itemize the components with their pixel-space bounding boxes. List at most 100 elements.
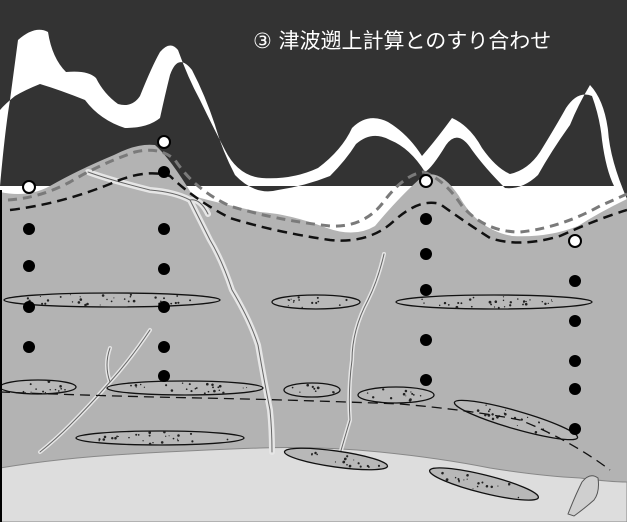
sand-grain [404, 389, 408, 393]
sand-grain [129, 293, 132, 296]
sand-grain [154, 296, 157, 299]
sampling-points [22, 135, 582, 435]
sand-grain [516, 424, 518, 427]
sand-grain [203, 392, 206, 395]
sand-grain [346, 463, 348, 466]
sand-grain [357, 462, 360, 465]
sand-grain [123, 298, 126, 300]
sand-grain [447, 304, 450, 306]
core-sample-point [569, 275, 581, 287]
sand-grain [128, 436, 130, 439]
sand-grain [315, 301, 318, 305]
sand-grain [290, 298, 292, 300]
sand-grain [550, 299, 553, 301]
sand-grain [405, 395, 407, 397]
sand-grain [111, 436, 114, 440]
sand-grain [226, 438, 229, 441]
sand-grain [371, 396, 375, 399]
sand-grain [188, 383, 191, 386]
sand-grain [316, 296, 319, 299]
sand-grain [445, 478, 449, 482]
core-sample-point [158, 263, 170, 275]
sand-grain [342, 460, 346, 464]
sand-grain [190, 390, 193, 393]
sand-grain [520, 418, 523, 421]
sand-grain [311, 452, 313, 455]
sand-grain [135, 386, 137, 388]
sand-grain [46, 299, 50, 302]
sand-grain [130, 384, 132, 387]
sand-grain [547, 302, 549, 305]
sand-grain [71, 301, 74, 303]
sand-grain [458, 480, 460, 483]
sand-grain [99, 304, 101, 306]
sand-grain [176, 438, 179, 440]
core-sample-point [23, 301, 35, 313]
sand-grain [174, 301, 177, 305]
sand-grain [176, 295, 179, 297]
sand-grain [49, 389, 51, 391]
core-sample-point [569, 315, 581, 327]
sand-grain [297, 296, 300, 299]
sand-grain [148, 442, 152, 446]
sand-grain [292, 301, 295, 303]
core-sample-point [23, 341, 35, 353]
sand-grain [488, 300, 492, 304]
core-sample-point [420, 374, 432, 386]
sand-grain [163, 430, 166, 434]
sand-grain [348, 464, 352, 468]
sand-lens [357, 386, 435, 404]
sand-grain [246, 387, 248, 389]
sand-grain [54, 388, 57, 391]
sand-grain [538, 421, 541, 424]
sand-grain [160, 441, 164, 444]
sand-grain [116, 435, 119, 438]
sand-grain [466, 478, 468, 480]
sand-grain [522, 303, 524, 306]
sand-grain [287, 305, 289, 307]
sand-grain [143, 386, 146, 388]
sand-grain [476, 485, 479, 488]
sand-grain [47, 380, 51, 383]
sand-grain [163, 297, 165, 300]
sand-grain [457, 301, 460, 305]
core-sample-point [23, 260, 35, 272]
sand-grain [316, 453, 318, 456]
model-inundation-line [9, 172, 627, 244]
sand-grain [79, 296, 81, 298]
sand-lens [75, 430, 245, 446]
sand-grain [497, 306, 500, 309]
sand-grain [477, 482, 480, 485]
sand-grain [306, 383, 310, 387]
sand-grain [313, 387, 316, 390]
sand-grain [102, 294, 105, 296]
sand-grain [522, 300, 526, 303]
sand-grain [526, 416, 529, 419]
sand-grain [338, 304, 341, 306]
core-sample-point [420, 248, 432, 260]
sand-grain [60, 387, 63, 390]
sand-grain [507, 482, 511, 486]
sand-grain [218, 389, 221, 391]
sand-lens [283, 382, 341, 398]
land-area [0, 144, 627, 522]
sand-grain [98, 438, 101, 441]
observed-inundation-line [7, 148, 627, 234]
sand-grain [481, 481, 484, 484]
sand-grain [148, 431, 151, 434]
sand-grain [454, 476, 457, 479]
sand-grain [168, 435, 170, 437]
sand-grain [35, 388, 37, 390]
lowland-area [0, 447, 627, 522]
core-sample-point [158, 223, 170, 235]
sand-grain [517, 298, 519, 300]
sand-grain [314, 452, 316, 454]
sand-grain [152, 441, 154, 444]
sand-grain [509, 301, 513, 304]
sand-grain [409, 398, 412, 401]
sand-grain [421, 298, 423, 301]
sand-grain [485, 485, 489, 488]
sand-lens [395, 294, 593, 310]
sand-grain [443, 301, 447, 305]
sand-grain [191, 440, 194, 443]
